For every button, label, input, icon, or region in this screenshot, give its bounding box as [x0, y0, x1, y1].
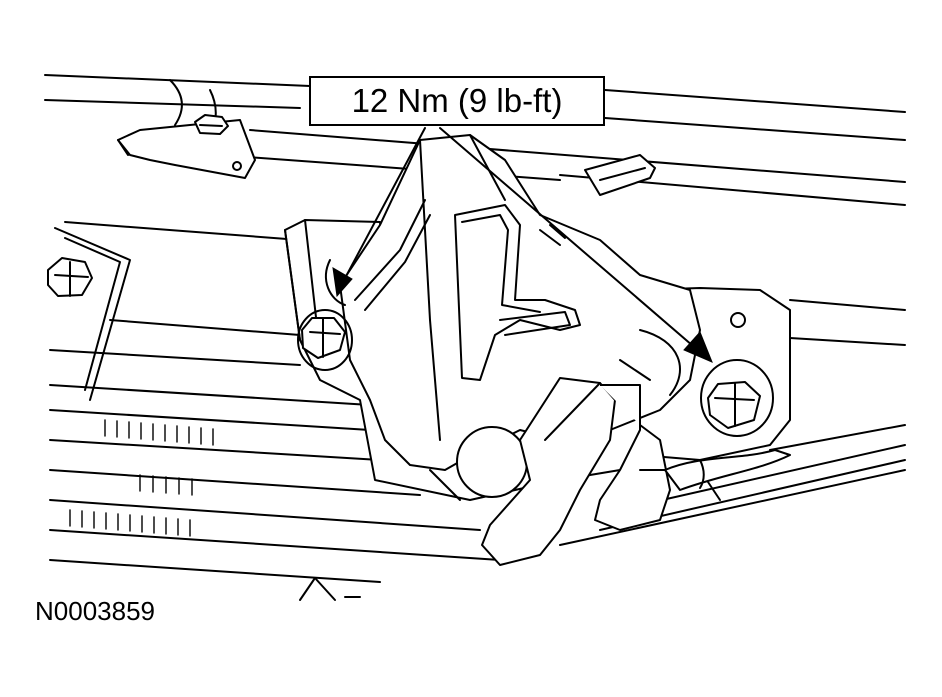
- right-bolt: [700, 359, 774, 437]
- figure-id: N0003859: [35, 596, 155, 626]
- torque-callout: 12 Nm (9 lb-ft): [309, 76, 605, 126]
- release-lever: [429, 377, 791, 566]
- left-arrowhead: [332, 267, 353, 298]
- left-bracket: [47, 227, 131, 401]
- body-panel-lines: [44, 74, 906, 601]
- upper-tab: [584, 154, 656, 196]
- torque-label: 12 Nm (9 lb-ft): [351, 82, 563, 119]
- upper-bracket: [117, 79, 256, 179]
- right-arrowhead: [683, 331, 713, 363]
- callout-leaders: [332, 127, 713, 363]
- left-bolt: [297, 309, 353, 371]
- vent-slots: [69, 419, 214, 537]
